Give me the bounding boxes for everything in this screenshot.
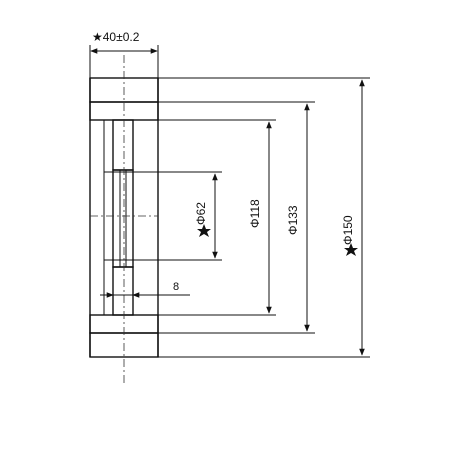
dia-118-dimension: Φ118 [158,119,276,316]
dia-62-dimension: Φ62 [104,171,222,261]
dia-133-label: Φ133 [286,205,300,235]
hub-width-label: 8 [173,281,179,293]
section-view [89,55,159,385]
dia-150-dimension: Φ150 [158,77,370,358]
star-icon [197,224,211,237]
dia-62-label: Φ62 [194,202,208,225]
dia-133-dimension: Φ133 [158,101,315,334]
dia-118-label: Φ118 [248,199,262,228]
hub-width-dimension: 8 [100,281,190,298]
width-label: ★40±0.2 [92,30,140,44]
dia-150-label: Φ150 [341,215,355,245]
web-top [112,119,134,171]
width-dimension: ★40±0.2 [89,30,159,78]
hub-bore [112,169,134,268]
star-icon [344,243,358,256]
web-bottom [112,266,134,316]
